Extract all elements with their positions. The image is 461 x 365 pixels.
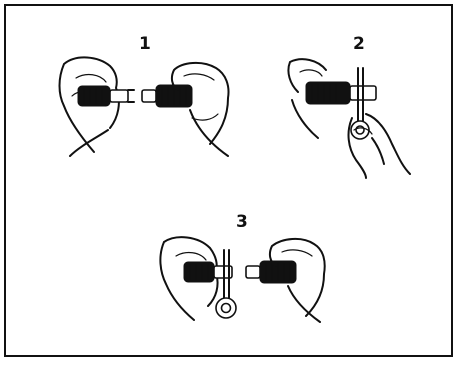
step-1-connector-right: [142, 85, 192, 107]
step-2-connector-body: [306, 82, 376, 104]
step-2-illustration: [288, 59, 410, 178]
step-3-connector-right: [246, 261, 296, 283]
step-1-illustration: [60, 57, 229, 156]
figure-frame: 1 2 3: [4, 4, 453, 357]
step-1-connector-left: [78, 86, 134, 106]
step-1-right-hand: [172, 63, 229, 156]
step-3-illustration: [160, 237, 324, 322]
step-1-left-hand: [60, 57, 119, 156]
instruction-illustration: [6, 6, 451, 355]
step-3-ring-key: [216, 250, 236, 318]
